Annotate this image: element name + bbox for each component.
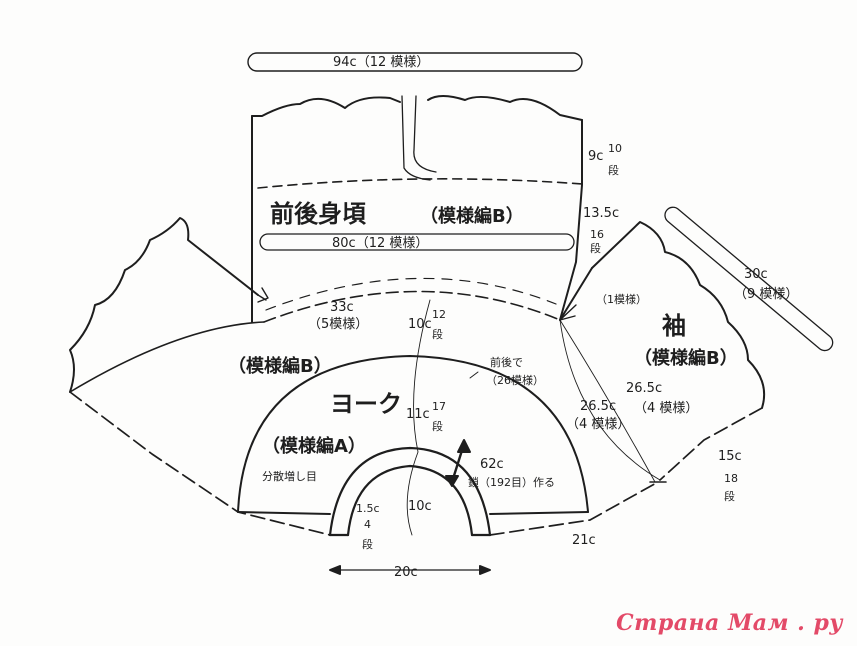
sleeve-width-cm: 30c	[744, 267, 768, 282]
neck-width-arrow-right	[479, 565, 491, 575]
sleeve-pattern: （模様編B）	[634, 347, 738, 369]
body-mid-height-cm: 13.5c	[583, 206, 619, 221]
body-mid-height-rows-unit: 段	[590, 241, 601, 255]
yoke-title: ヨーク	[330, 390, 402, 418]
yoke-outer-height-cm: 10c	[408, 317, 432, 332]
body-pattern: （模様編B）	[420, 205, 524, 227]
neck-width-label: 20c	[394, 565, 418, 580]
body-inner-width: 80c（12 模様）	[332, 236, 428, 251]
increase-note: 分散増し目	[262, 469, 317, 483]
left-wing-arrow	[257, 287, 269, 303]
neck-height-rows-unit: 段	[362, 537, 373, 551]
right-bottom-cm: 21c	[572, 533, 596, 548]
fan-bottom-right-dash	[489, 481, 659, 536]
sleeve-one-pattern: （1模様）	[596, 292, 647, 306]
body-top-height-cm: 9c	[588, 149, 603, 164]
inner-height-cm: 10c	[408, 499, 432, 514]
yoke-outer-arc	[263, 290, 561, 323]
sleeve-height-rows-unit: 段	[724, 489, 735, 503]
sleeve-b-cm: 26.5c	[580, 399, 616, 414]
sleeve-a-cm: 26.5c	[626, 381, 662, 396]
left-wing-scallop	[69, 217, 259, 393]
yoke-outer-height-rows-num: 12	[432, 308, 446, 321]
around-leader	[469, 371, 479, 379]
neck-outer-arc	[328, 446, 492, 537]
body-right-side	[559, 119, 583, 321]
neck-height-cm: 1.5c	[356, 502, 380, 515]
neck-height-rows-num: 4	[364, 518, 371, 531]
around-label: 前後で	[490, 355, 523, 369]
top-width-bar	[247, 52, 583, 72]
neck-inner-arc	[346, 464, 474, 537]
right-join-curve	[559, 319, 656, 483]
body-scallop-edge	[251, 95, 583, 121]
sleeve-width-bar	[664, 206, 834, 352]
right-join-curve-b	[559, 319, 661, 481]
yoke-mid-arc	[265, 277, 557, 311]
body-mid-height-rows-num: 16	[590, 228, 604, 241]
yoke-outer-pattern: （模様編B）	[228, 355, 332, 377]
sleeve-left-edge	[559, 267, 593, 321]
yoke-inner-base-left	[237, 511, 331, 515]
body-top-height-rows-num: 10	[608, 142, 622, 155]
yoke-inner-arc	[237, 355, 589, 513]
body-center-strap	[401, 95, 437, 181]
yoke-outer-height-rows-unit: 段	[432, 327, 443, 341]
yoke-mid-height-rows-unit: 段	[432, 419, 443, 433]
sleeve-bottom-dash	[659, 407, 763, 481]
body-dash-line	[257, 178, 583, 189]
top-width-label: 94c（12 模様）	[333, 55, 429, 70]
sleeve-scallop	[591, 221, 766, 409]
yoke-pattern: （模様編A）	[262, 435, 366, 457]
yoke-left-edge	[69, 321, 265, 393]
neck-width-arrow-left	[329, 565, 341, 575]
yoke-inner-base-right	[489, 511, 589, 515]
sleeve-title: 袖	[662, 312, 686, 340]
body-inner-width-bar	[259, 233, 575, 251]
sleeve-height-cm: 15c	[718, 449, 742, 464]
sleeve-width-pattern: （9 模様）	[734, 287, 798, 302]
yoke-mid-height-rows-num: 17	[432, 400, 446, 413]
yoke-arc-pattern: （5模様）	[308, 317, 368, 332]
cast-on-arrow-head	[457, 439, 471, 453]
cast-on-arrow-tail	[445, 475, 459, 487]
sleeve-join-arrow	[559, 304, 577, 321]
body-top-height-rows-unit: 段	[608, 163, 619, 177]
sleeve-b-pattern: （4 模様）	[566, 417, 630, 432]
fan-bottom-left-dash	[69, 391, 331, 536]
yoke-arc-cm: 33c	[330, 300, 354, 315]
around-pattern: （26模様）	[486, 373, 544, 387]
yoke-height-curve	[406, 299, 431, 536]
yoke-mid-height-cm: 11c	[406, 407, 430, 422]
sleeve-a-pattern: （4 模様）	[634, 401, 698, 416]
sleeve-height-rows-num: 18	[724, 472, 738, 485]
cast-on-note: 鎖（192目）作る	[468, 475, 555, 489]
cast-on-cm: 62c	[480, 457, 504, 472]
body-title: 前後身頃	[270, 200, 367, 228]
watermark: Страна Мам . ру	[616, 610, 843, 636]
